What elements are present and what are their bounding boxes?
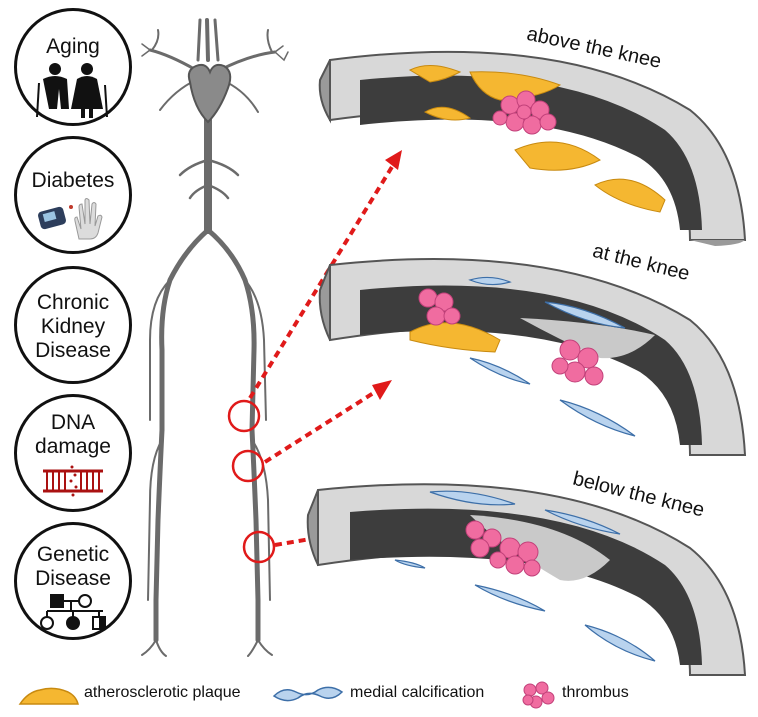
risk-factor-genetic-disease: Genetic Disease xyxy=(14,522,132,640)
glucometer-hand-icon xyxy=(38,198,103,240)
location-circle-above-knee xyxy=(227,399,261,433)
risk-label-aging: Aging xyxy=(46,35,100,58)
plaque xyxy=(514,141,601,171)
location-circle-at-knee xyxy=(231,449,265,483)
risk-label-diabetes: Diabetes xyxy=(31,169,115,192)
risk-factor-diabetes: Diabetes xyxy=(14,136,132,254)
panel-at-knee: at the knee xyxy=(318,240,747,456)
arrow-to-at-knee xyxy=(263,390,377,464)
plaque xyxy=(408,65,462,83)
legend-label-calcification: medial calcification xyxy=(350,684,485,701)
risk-label-ckd-line3: Disease xyxy=(35,339,111,362)
thrombus xyxy=(465,520,541,577)
plaque xyxy=(594,178,666,213)
risk-factor-dna-damage: DNA damage xyxy=(14,394,132,512)
risk-factor-chronic-kidney-disease: Chronic Kidney Disease xyxy=(14,266,132,384)
pedigree-icon xyxy=(40,594,106,630)
plaque xyxy=(423,106,472,121)
panel-above-knee: above the knee xyxy=(318,23,747,246)
thrombus-icon xyxy=(522,681,555,709)
legend-label-thrombus: thrombus xyxy=(562,684,629,701)
panel-title-at-knee: at the knee xyxy=(590,240,691,285)
panel-below-knee: below the knee xyxy=(306,468,747,676)
damaged-dna-icon xyxy=(43,465,103,497)
risk-label-ckd-line1: Chronic xyxy=(36,291,110,314)
thrombus xyxy=(492,90,557,135)
risk-label-genetic-line2: Disease xyxy=(35,567,111,590)
arrow-to-above-knee xyxy=(248,160,397,400)
risk-label-genetic-line1: Genetic xyxy=(36,543,110,566)
elderly-couple-icon xyxy=(36,63,108,118)
heart-icon xyxy=(187,63,232,124)
risk-label-ckd-line2: Kidney xyxy=(40,315,106,338)
risk-label-dna-line2: damage xyxy=(35,435,111,458)
thrombus xyxy=(418,288,604,386)
risk-factor-aging: Aging xyxy=(14,8,132,126)
location-circle-below-knee xyxy=(242,530,276,564)
risk-label-dna-line1: DNA xyxy=(50,411,96,434)
calcification xyxy=(394,490,656,662)
calcification xyxy=(468,276,636,437)
plaque-icon xyxy=(18,687,79,705)
legend-label-plaque: atherosclerotic plaque xyxy=(84,684,241,701)
calcification-icon xyxy=(272,686,344,702)
plaque xyxy=(469,71,562,101)
